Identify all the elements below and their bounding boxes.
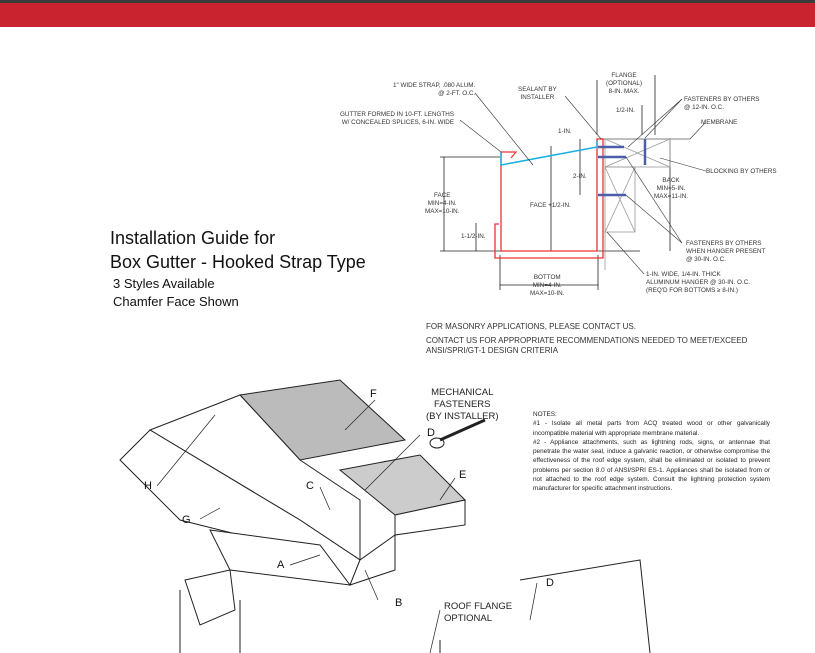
hanger-line1: 1-IN. WIDE, 1/4-IN. THICK [646, 271, 721, 278]
label-a: A [277, 559, 285, 571]
one-inch-label: 1-IN. [558, 128, 572, 135]
blocking-label: BLOCKING BY OTHERS [706, 168, 777, 175]
strap-line1: 1" WIDE STRAP, .080 ALUM. [393, 82, 476, 89]
contact-note-1: CONTACT US FOR APPROPRIATE RECOMMENDATIO… [426, 336, 748, 345]
fast2-line3: @ 30-IN. O.C. [686, 256, 726, 263]
sealant-line2: INSTALLER [520, 94, 555, 101]
label-e: E [459, 469, 467, 481]
face-max: MAX=10-IN. [425, 208, 460, 215]
section-detail [440, 75, 707, 290]
notes: NOTES: #1 - Isolate all metal parts from … [533, 410, 770, 494]
strap-label: 1" WIDE STRAP, .080 ALUM.@ 2-FT. O.C. [393, 82, 475, 98]
back-max: MAX=11-IN. [654, 193, 689, 200]
masonry-note: FOR MASONRY APPLICATIONS, PLEASE CONTACT… [426, 322, 636, 331]
face-plus-label: FACE +1/2-IN. [530, 202, 571, 209]
note-1: #1 - Isolate all metal parts from ACQ tr… [533, 420, 770, 437]
flange-label: FLANGE(OPTIONAL)8-IN. MAX. [606, 72, 642, 96]
fast1-line1: FASTENERS BY OTHERS [684, 96, 760, 103]
header-band [0, 3, 815, 27]
title-line2: Box Gutter - Hooked Strap Type [110, 252, 366, 272]
bottom-max: MAX=10-IN. [530, 290, 565, 297]
label-h: H [144, 480, 152, 492]
notes-title: NOTES: [533, 411, 557, 418]
hanger-line3: (REQ'D FOR BOTTOMS ≥ 8-IN.) [646, 287, 738, 294]
bottom-min: MIN=4-IN. [532, 282, 562, 289]
roof-flange-line1: ROOF FLANGE [444, 601, 513, 612]
flange-line1: FLANGE [611, 72, 637, 79]
styles-available: 3 Styles Available [113, 276, 215, 291]
label-f: F [370, 388, 377, 400]
label-d-2: D [546, 577, 554, 589]
top-bar [0, 0, 815, 3]
fasteners-line3: (BY INSTALLER) [426, 411, 499, 422]
back-min: MIN=5-IN. [656, 185, 686, 192]
note-2: #2 - Appliance attachments, such as ligh… [533, 438, 770, 493]
isometric-drawing [119, 379, 651, 653]
strap-line2: @ 2-FT. O.C. [438, 90, 476, 97]
sealant-line1: SEALANT BY [518, 86, 557, 93]
label-g: G [182, 514, 191, 526]
membrane-label: MEMBRANE [701, 119, 738, 126]
title-line1: Installation Guide for [110, 228, 276, 248]
label-c: C [306, 480, 314, 492]
face-line1: FACE [434, 192, 451, 199]
fasteners-line1: MECHANICAL [431, 387, 494, 398]
fasteners-line2: FASTENERS [434, 399, 491, 410]
fast2-line2: WHEN HANGER PRESENT [686, 248, 766, 255]
label-d: D [427, 427, 435, 439]
bottom-line1: BOTTOM [533, 274, 561, 281]
one-half-label: 1-1/2-IN. [461, 233, 486, 240]
face-min: MIN=4-IN. [427, 200, 457, 207]
fasteners-12-label: FASTENERS BY OTHERS@ 12-IN. O.C. [684, 96, 759, 112]
gutter-line1: GUTTER FORMED IN 10-FT. LENGTHS [340, 111, 455, 118]
contact-note-2: ANSI/SPRI/GT-1 DESIGN CRITERIA [426, 346, 559, 355]
hanger-line2: ALUMINUM HANGER @ 30-IN. O.C. [646, 279, 751, 286]
roof-flange-line2: OPTIONAL [444, 613, 493, 624]
gutter-line2: W/ CONCEALED SPLICES, 6-IN. WIDE [341, 119, 455, 126]
fast2-line1: FASTENERS BY OTHERS [686, 240, 762, 247]
back-line1: BACK [662, 177, 680, 184]
two-inch-label: 2-IN. [573, 173, 587, 180]
label-b: B [395, 597, 403, 609]
chamfer-face: Chamfer Face Shown [113, 294, 239, 309]
half-inch-label: 1/2-IN. [616, 107, 635, 114]
flange-line3: 8-IN. MAX. [608, 88, 640, 95]
fast1-line2: @ 12-IN. O.C. [684, 104, 724, 111]
flange-line2: (OPTIONAL) [606, 80, 643, 87]
